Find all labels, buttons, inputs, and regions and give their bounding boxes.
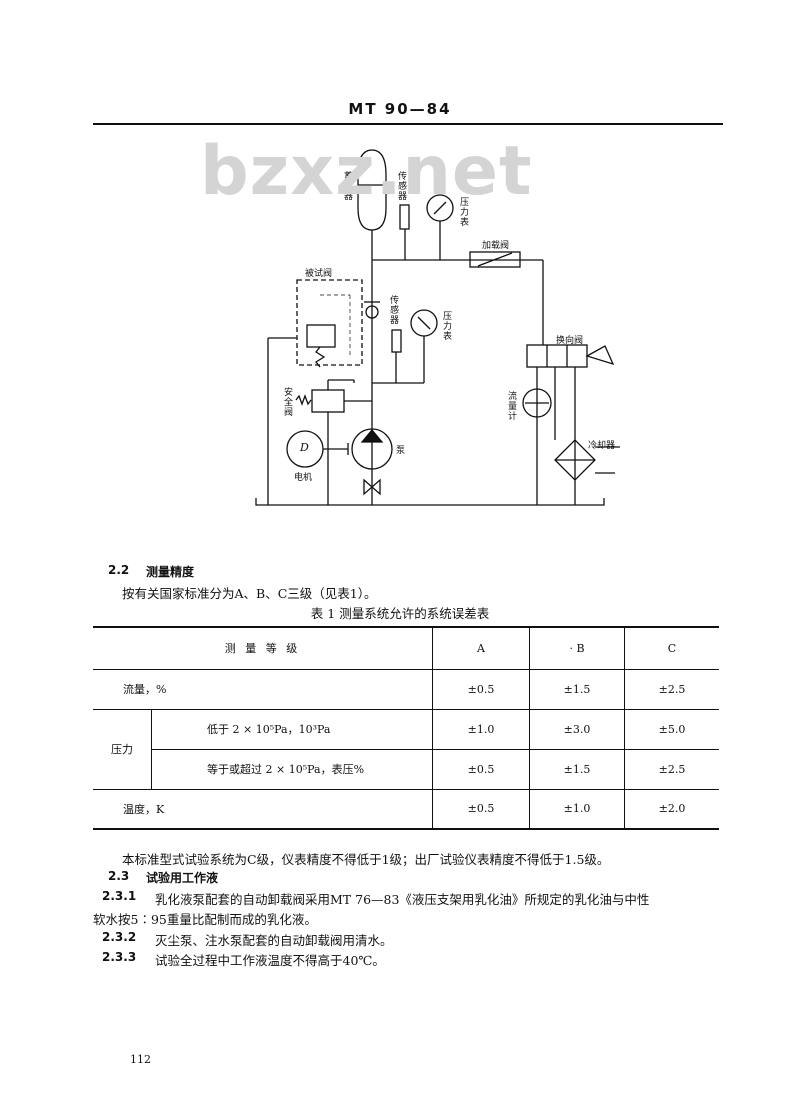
label-gauge-top: 压力表 [460, 198, 470, 228]
after-table-text: 本标准型式试验系统为C级，仪表精度不得低于1级；出厂试验仪表精度不得低于1.5级… [122, 852, 610, 867]
section-2-2-text: 按有关国家标准分为A、B、C三级（见表1）。 [122, 586, 377, 601]
section-2-3-3-text: 试验全过程中工作液温度不得高于40℃。 [155, 953, 385, 968]
section-2-3-1-number: 2.3.1 [102, 889, 137, 903]
header-rule [93, 123, 723, 125]
row-flow-c: ±2.5 [624, 669, 719, 710]
label-motor-symbol: D [300, 441, 309, 454]
check-valve-symbol [365, 305, 379, 319]
section-2-2-number: 2.2 [108, 563, 130, 577]
label-accumulator: 蓄能器 [344, 172, 354, 202]
safety-valve-symbol [311, 389, 345, 413]
section-2-3-title: 试验用工作液 [146, 871, 219, 885]
label-motor: 电机 [294, 473, 313, 483]
label-loading-valve: 加载阀 [482, 241, 510, 251]
accumulator-symbol [357, 149, 387, 231]
section-2-3-1-line1: 乳化液泵配套的自动卸载阀采用MT 76—83《液压支架用乳化油》所规定的乳化油与… [155, 892, 650, 907]
row-temp-c: ±2.0 [624, 789, 719, 830]
bottom-valve-symbol [363, 478, 381, 496]
header-b: · B [529, 626, 625, 670]
section-2-3-2-number: 2.3.2 [102, 930, 137, 944]
row-flow-a: ±0.5 [432, 669, 530, 710]
tested-valve-box [296, 279, 363, 366]
standard-code-header: MT 90—84 [348, 100, 452, 118]
tank-symbol [255, 498, 605, 506]
sensor-mid-symbol [391, 329, 402, 353]
error-table: 测 量 等 级 A · B C 流量，% ±0.5 ±1.5 ±2.5 压力 低… [93, 626, 719, 830]
row-flow-label: 流量，% [93, 669, 433, 710]
row-pressure-low-label: 低于 2 × 10⁵Pa，10³Pa [151, 709, 433, 750]
section-2-3-3-number: 2.3.3 [102, 950, 137, 964]
label-sensor-top: 传感器 [398, 172, 408, 202]
label-pump: 泵 [396, 446, 406, 456]
section-2-3-1-line2: 软水按5∶95重量比配制而成的乳化液。 [93, 912, 317, 927]
page-number: 112 [130, 1053, 151, 1066]
row-pressure-low-c: ±5.0 [624, 709, 719, 750]
row-pressure-low-a: ±1.0 [432, 709, 530, 750]
row-pressure-high-b: ±1.5 [529, 749, 625, 790]
reversing-valve-symbol [526, 344, 588, 368]
row-pressure-low-b: ±3.0 [529, 709, 625, 750]
label-flowmeter: 流量计 [508, 392, 518, 422]
label-sensor-mid: 传感器 [390, 296, 400, 326]
watermark: bzxz.net [200, 132, 533, 211]
label-gauge-mid: 压力表 [443, 312, 453, 342]
header-a: A [432, 626, 530, 670]
loading-valve-symbol [469, 251, 521, 268]
header-level: 测 量 等 级 [93, 626, 433, 670]
row-pressure-label: 压力 [93, 709, 152, 790]
tested-valve-body [306, 324, 336, 348]
header-c: C [624, 626, 719, 670]
row-pressure-high-a: ±0.5 [432, 749, 530, 790]
row-temp-label: 温度，K [93, 789, 433, 830]
section-2-3-number: 2.3 [108, 869, 130, 883]
label-reversing-valve: 换向阀 [556, 336, 584, 346]
row-pressure-high-label: 等于或超过 2 × 10⁵Pa，表压% [151, 749, 433, 790]
section-2-2-title: 测量精度 [146, 565, 195, 579]
hydraulic-test-diagram [255, 149, 620, 506]
section-2-3-2-text: 灭尘泵、注水泵配套的自动卸载阀用清水。 [155, 933, 393, 948]
label-cooler: 冷却器 [588, 441, 616, 451]
flowmeter-symbol [522, 388, 552, 418]
label-safety-valve: 安全阀 [284, 388, 294, 418]
row-temp-a: ±0.5 [432, 789, 530, 830]
table-caption: 表 1 测量系统允许的系统误差表 [310, 606, 490, 621]
row-pressure-high-c: ±2.5 [624, 749, 719, 790]
label-tested-valve: 被试阀 [305, 269, 333, 279]
row-flow-b: ±1.5 [529, 669, 625, 710]
row-temp-b: ±1.0 [529, 789, 625, 830]
